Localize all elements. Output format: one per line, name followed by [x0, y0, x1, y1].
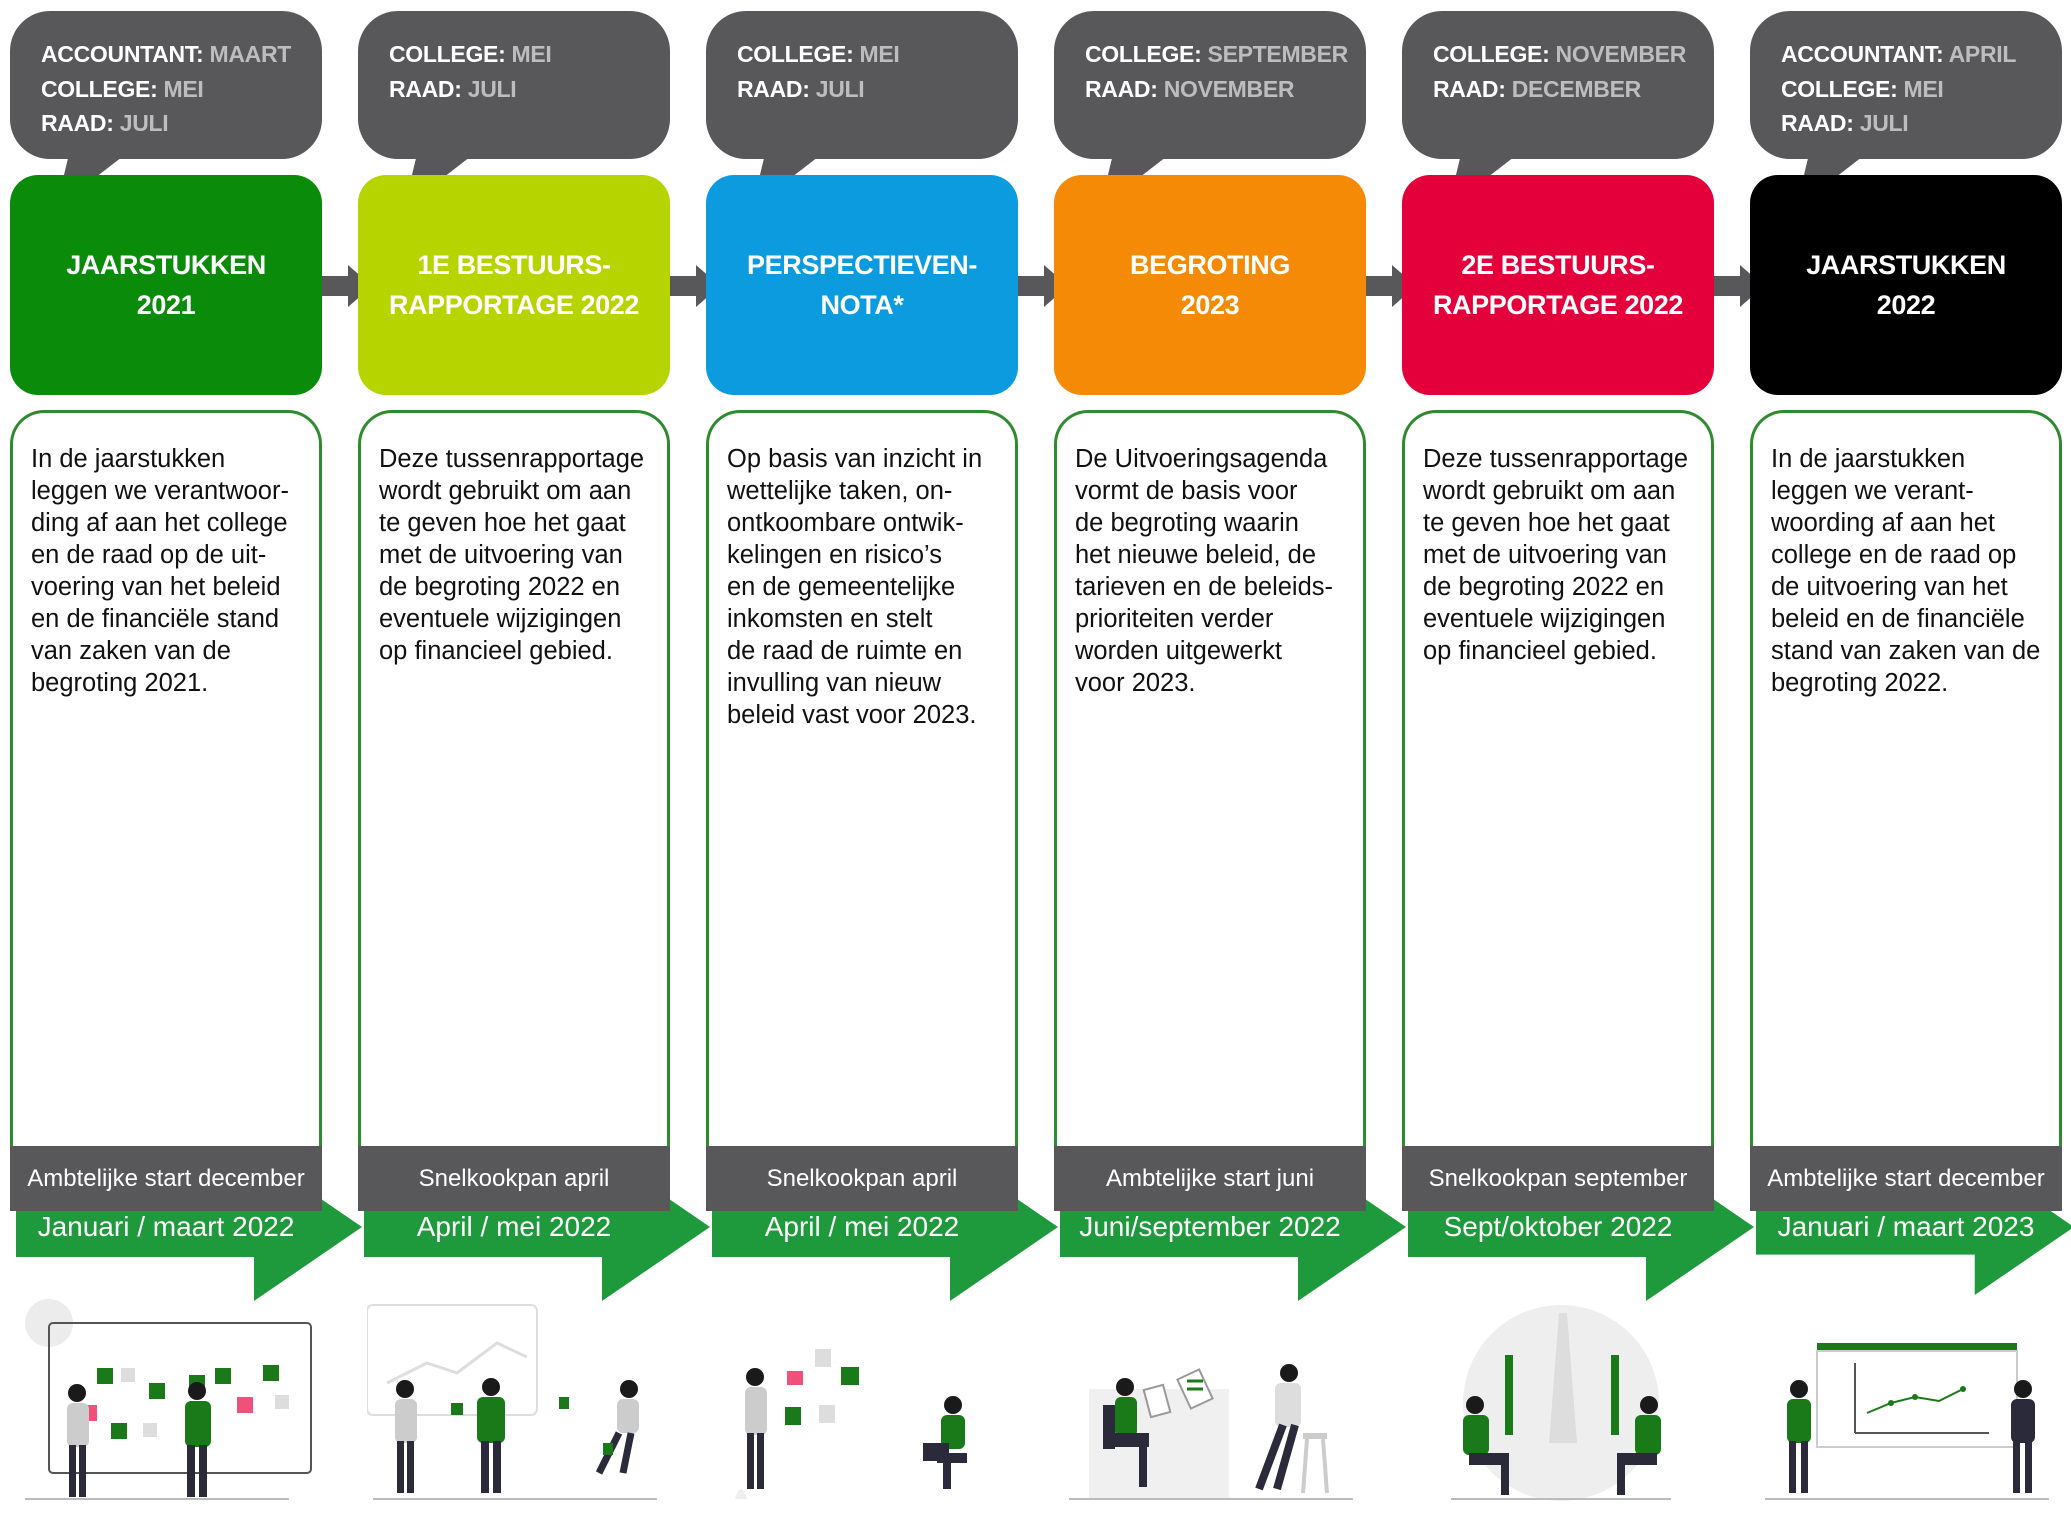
team-brainstorm-illustration	[367, 1304, 657, 1500]
phase-title-box: PERSPECTIEVEN- NOTA*	[706, 175, 1018, 395]
ideas-discussion-illustration	[735, 1349, 967, 1499]
bubble-line: RAAD: JULI	[1781, 110, 1909, 136]
bubble-line: RAAD: JULI	[41, 110, 169, 136]
phase-title-box: BEGROTING 2023	[1054, 175, 1366, 395]
phase-title: BEGROTING 2023	[1130, 250, 1290, 320]
planning-speech-bubble: COLLEGE: MEI RAAD: JULI	[706, 11, 1018, 159]
kanban-board-illustration	[25, 1299, 312, 1500]
phase-footer: Snelkookpan april	[358, 1146, 670, 1211]
phase-column-jaarstukken-2022: ACCOUNTANT: APRIL COLLEGE: MEI RAAD: JUL…	[1750, 0, 2071, 1500]
phase-column-1e-bestuursrapportage: COLLEGE: MEI RAAD: JULI 1E BESTUURS- RAP…	[358, 0, 710, 1500]
connector-arrow	[660, 265, 720, 307]
planning-speech-bubble: COLLEGE: SEPTEMBER RAAD: NOVEMBER	[1054, 11, 1366, 159]
planning-speech-bubble: ACCOUNTANT: MAART COLLEGE: MEI RAAD: JUL…	[10, 11, 322, 159]
bubble-line: ACCOUNTANT: MAART	[41, 41, 292, 67]
phase-footer: Ambtelijke start december	[1750, 1146, 2062, 1211]
phase-description: In de jaarstukken leggen we verantwoor- …	[31, 445, 289, 697]
connector-arrow	[312, 265, 372, 307]
phase-description-panel: Op basis van inzicht in wettelijke taken…	[706, 410, 1058, 1499]
bubble-line: RAAD: DECEMBER	[1433, 75, 1641, 102]
phase-description-panel: De Uitvoeringsagenda vormt de basis voor…	[1054, 410, 1406, 1500]
phase-footer: Snelkookpan september	[1402, 1146, 1714, 1211]
connector-arrow	[1704, 265, 1764, 307]
phase-description: De Uitvoeringsagenda vormt de basis voor…	[1075, 445, 1334, 697]
phase-column-jaarstukken-2021: ACCOUNTANT: MAART COLLEGE: MEI RAAD: JUL…	[10, 0, 362, 1500]
phase-footer: Ambtelijke start juni	[1054, 1146, 1366, 1211]
phase-title: 1E BESTUURS- RAPPORTAGE 2022	[388, 250, 640, 320]
phase-title: 2E BESTUURS- RAPPORTAGE 2022	[1432, 250, 1684, 320]
phase-description-panel: In de jaarstukken leggen we verant- woor…	[1750, 410, 2071, 1500]
phase-footer: Ambtelijke start december	[10, 1146, 322, 1211]
phase-description-panel: Deze tussenrapportage wordt gebruikt om …	[358, 410, 710, 1500]
phase-description-panel: Deze tussenrapportage wordt gebruikt om …	[1402, 410, 1754, 1501]
connector-arrow	[1356, 265, 1416, 307]
planning-speech-bubble: COLLEGE: MEI RAAD: JULI	[358, 11, 670, 159]
phase-column-2e-bestuursrapportage: COLLEGE: NOVEMBER RAAD: DECEMBER 2E BEST…	[1402, 0, 1754, 1501]
bubble-line: ACCOUNTANT: APRIL	[1781, 41, 2017, 67]
phase-title-box: 1E BESTUURS- RAPPORTAGE 2022	[358, 175, 670, 395]
phase-title: PERSPECTIEVEN- NOTA*	[747, 250, 977, 320]
phase-column-perspectievennota: COLLEGE: MEI RAAD: JULI PERSPECTIEVEN- N…	[706, 0, 1058, 1499]
phase-description: Op basis van inzicht in wettelijke taken…	[727, 445, 983, 729]
planning-speech-bubble: COLLEGE: NOVEMBER RAAD: DECEMBER	[1402, 11, 1714, 159]
planning-speech-bubble: ACCOUNTANT: APRIL COLLEGE: MEI RAAD: JUL…	[1750, 11, 2062, 159]
phase-title-box: JAARSTUKKEN 2021	[10, 175, 322, 395]
bubble-line: RAAD: JULI	[389, 75, 517, 102]
phase-description: In de jaarstukken leggen we verant- woor…	[1771, 445, 2041, 697]
bubble-line: COLLEGE: MEI	[737, 41, 900, 67]
bubble-line: COLLEGE: NOVEMBER	[1433, 41, 1687, 67]
bubble-line: RAAD: JULI	[737, 75, 865, 102]
phase-column-begroting-2023: COLLEGE: SEPTEMBER RAAD: NOVEMBER BEGROT…	[1054, 0, 1406, 1500]
bubble-line: COLLEGE: MEI	[389, 41, 552, 67]
phase-title: JAARSTUKKEN 2022	[1806, 250, 2006, 320]
phase-description: Deze tussenrapportage wordt gebruikt om …	[1423, 445, 1689, 665]
phase-title-box: JAARSTUKKEN 2022	[1750, 175, 2062, 395]
bubble-line: COLLEGE: MEI	[41, 75, 204, 102]
bubble-line: COLLEGE: SEPTEMBER	[1085, 41, 1348, 67]
remote-work-illustration	[1451, 1305, 1671, 1501]
phase-description: Deze tussenrapportage wordt gebruikt om …	[379, 445, 645, 665]
office-meeting-illustration	[1069, 1364, 1353, 1500]
presentation-chart-illustration	[1765, 1343, 2049, 1500]
bubble-line: RAAD: NOVEMBER	[1085, 75, 1295, 102]
connector-arrow	[1008, 265, 1068, 307]
phase-title-box: 2E BESTUURS- RAPPORTAGE 2022	[1402, 175, 1714, 395]
phase-description-panel: In de jaarstukken leggen we verantwoor- …	[10, 410, 362, 1500]
phase-title: JAARSTUKKEN 2021	[66, 250, 266, 320]
bubble-line: COLLEGE: MEI	[1781, 75, 1944, 102]
phase-footer: Snelkookpan april	[706, 1146, 1018, 1211]
